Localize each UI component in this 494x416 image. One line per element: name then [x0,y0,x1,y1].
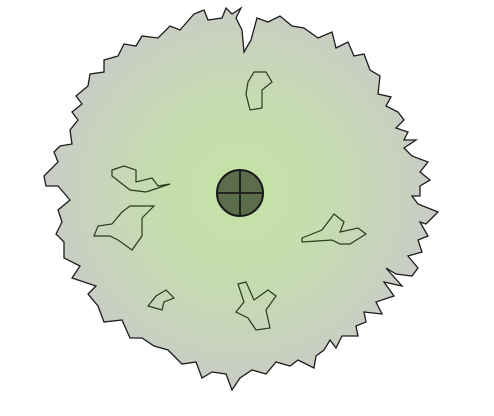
center-button[interactable] [217,170,263,216]
